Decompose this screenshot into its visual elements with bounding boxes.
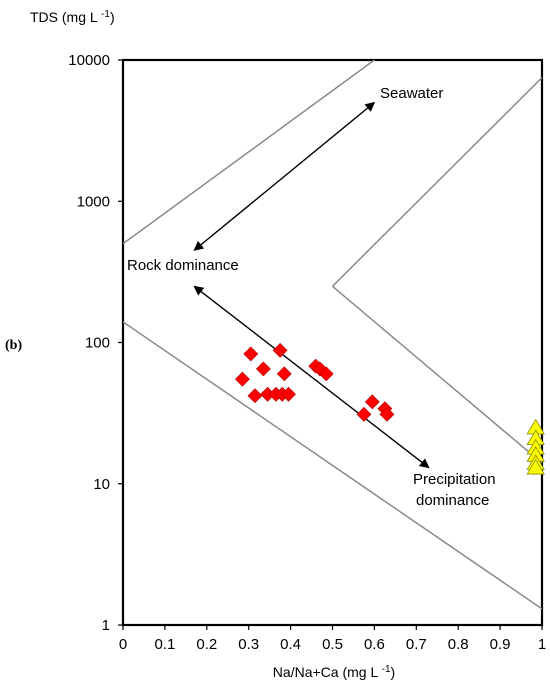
x-tick-label: 0.7 (406, 636, 427, 653)
annotation-seawater: Seawater (380, 85, 443, 102)
x-tick-label: 0.4 (280, 636, 301, 653)
data-point-diamond (318, 366, 334, 382)
data-point-diamond (243, 346, 259, 362)
data-point-diamond (276, 366, 292, 382)
x-axis-title-close: ) (391, 664, 396, 680)
data-point-diamond (379, 406, 395, 422)
data-point-diamond (272, 342, 288, 358)
double-arrow-1 (193, 101, 376, 251)
x-tick-label: 0.9 (490, 636, 511, 653)
y-tick-label: 1 (102, 617, 110, 634)
y-axis-title-sup: -1 (101, 9, 110, 20)
panel-label: (b) (5, 338, 22, 353)
x-tick-label: 0.6 (364, 636, 385, 653)
x-tick-label: 0 (119, 636, 127, 653)
y-tick-label: 10000 (68, 52, 110, 69)
y-tick-label: 100 (85, 335, 110, 352)
y-tick-label: 10 (93, 476, 110, 493)
plot-frame (121, 58, 544, 627)
data-point-diamond (281, 386, 296, 402)
x-axis-title-main: Na/Na+Ca (mg L (273, 664, 382, 680)
x-tick-label: 0.2 (196, 636, 217, 653)
y-tick-label: 1000 (77, 193, 110, 210)
y-axis-title-close: ) (110, 9, 115, 25)
boundary-line-4 (122, 321, 543, 610)
annotation-rock-dominance: Rock dominance (127, 257, 239, 274)
x-tick-label: 1 (538, 636, 546, 653)
boundary-line-2 (331, 77, 543, 287)
boundary-line-1 (122, 59, 375, 245)
x-tick-label: 0.8 (448, 636, 469, 653)
x-tick-label: 0.1 (154, 636, 175, 653)
annotation-precipitation-line1: Precipitation (413, 471, 496, 488)
x-tick-label: 0.3 (238, 636, 259, 653)
x-axis-title-sup: -1 (382, 664, 391, 675)
data-point-triangle (526, 458, 545, 475)
double-arrow-2 (193, 285, 430, 469)
x-tick-label: 0.5 (322, 636, 343, 653)
data-point-diamond (247, 388, 263, 404)
data-point-diamond (255, 361, 271, 377)
data-point-diamond (356, 406, 372, 422)
x-axis-title: Na/Na+Ca (mg L -1) (273, 664, 395, 681)
boundary-line-3 (332, 285, 543, 464)
annotation-precipitation-line2: dominance (416, 492, 489, 509)
plot-area: 0 0.1 0.2 0.3 0.4 0.5 0.6 0.7 0.8 0.9 1 1 10 100 1000 1… (68, 52, 546, 653)
y-axis-title-main: TDS (mg L (30, 9, 101, 25)
data-point-diamond (364, 394, 380, 410)
data-point-diamond (234, 371, 250, 387)
y-axis-title: TDS (mg L -1) (30, 9, 115, 26)
